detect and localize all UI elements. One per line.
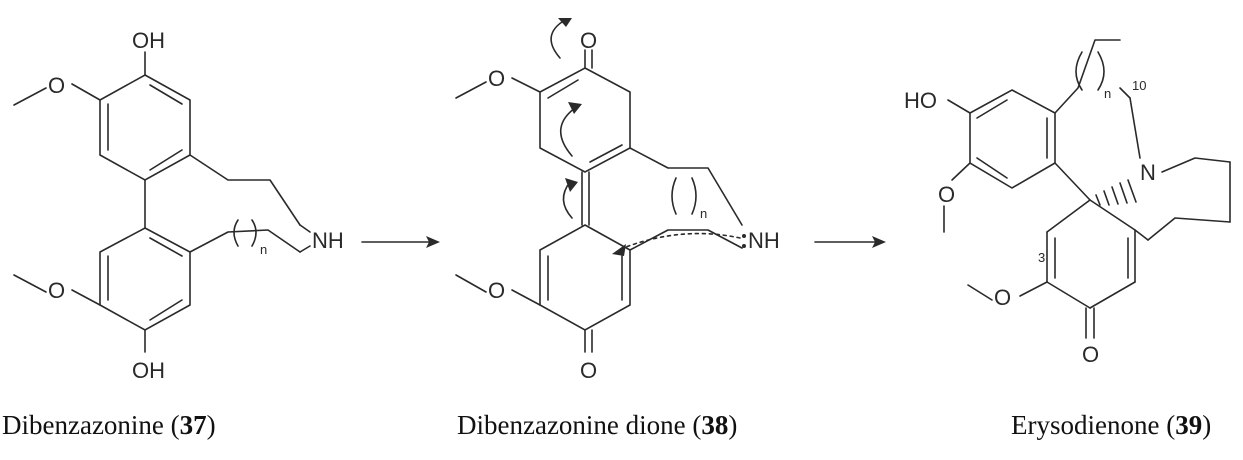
- atom-o-methoxy-bottom-38: O: [488, 278, 505, 303]
- hashed-bond: [1095, 179, 1137, 206]
- reaction-arrow-1: [361, 236, 440, 248]
- atom-o-methoxy-top: O: [48, 73, 65, 98]
- atom-oh-bottom: OH: [132, 358, 165, 383]
- atom-o-top: O: [580, 28, 597, 53]
- caption-erysodienone: Erysodienone (39): [1011, 410, 1212, 440]
- structure-dibenzazonine: OH O OH O n NH: [13, 28, 344, 383]
- atom-oh-top: OH: [132, 28, 165, 53]
- atom-o-methoxy-top-38: O: [488, 66, 505, 91]
- atom-n: N: [1140, 160, 1156, 185]
- atom-o-bottom: O: [580, 358, 597, 383]
- atom-o-methoxy-bottom: O: [48, 278, 65, 303]
- atom-o-methoxy-c3: O: [994, 285, 1011, 310]
- structure-dibenzazonine-dione: O O O O n: [455, 18, 780, 383]
- structure-erysodienone: HO O n 10 N: [904, 39, 1231, 367]
- atom-o-bottom-39: O: [1082, 342, 1099, 367]
- index-n-39: n: [1104, 86, 1111, 101]
- atom-ho: HO: [904, 88, 937, 113]
- caption-dibenzazonine: Dibenzazonine (37): [2, 410, 216, 440]
- atom-nh: NH: [312, 228, 344, 253]
- index-n: n: [260, 242, 267, 257]
- caption-dibenzazonine-dione: Dibenzazonine dione (38): [457, 410, 738, 440]
- reaction-arrow-2: [814, 236, 886, 248]
- atom-nh-38: NH: [748, 228, 780, 253]
- atom-o-methoxy-39: O: [938, 182, 955, 207]
- locant-3: 3: [1038, 250, 1045, 265]
- index-n-38: n: [700, 206, 707, 221]
- reaction-scheme: OH O OH O n NH: [13, 18, 1231, 383]
- locant-10: 10: [1132, 78, 1146, 93]
